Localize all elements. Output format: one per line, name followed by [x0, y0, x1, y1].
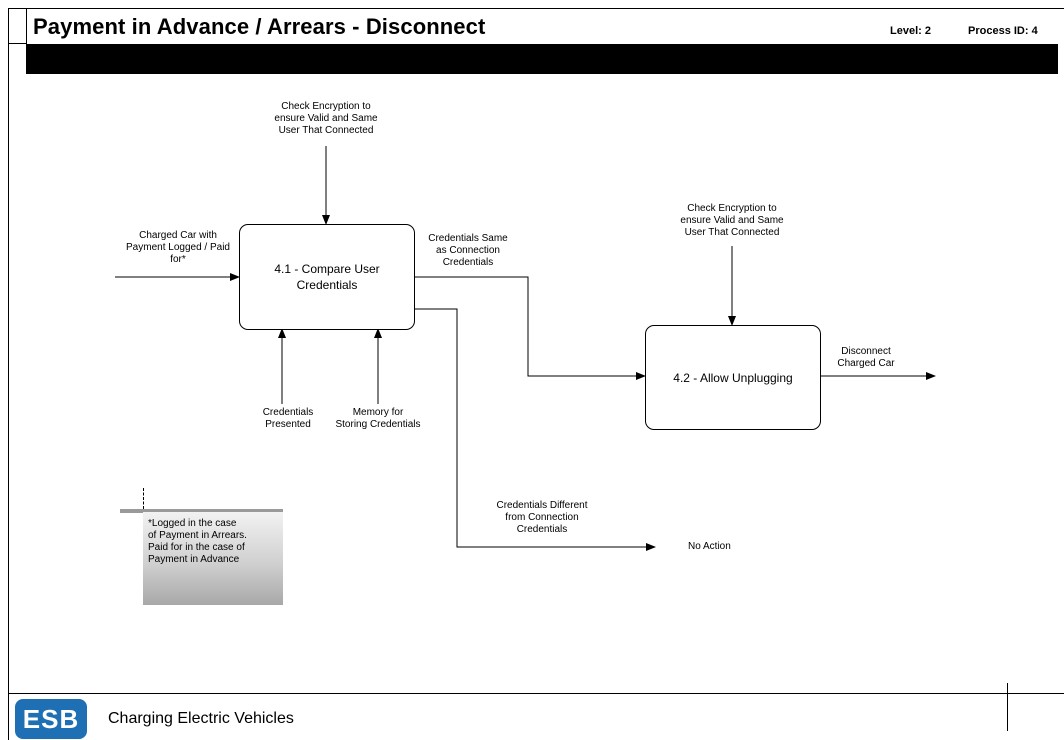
label-line: Charged Car with — [139, 230, 217, 241]
label-line: Presented — [265, 419, 311, 430]
level-label: Level: 2 — [890, 25, 931, 37]
label-line: User That Connected — [684, 227, 780, 238]
label-line: Credentials — [442, 257, 494, 268]
process-box-4-1: 4.1 - Compare User Credentials — [239, 224, 415, 330]
label-line: Disconnect — [841, 346, 891, 357]
no-action-label: No Action — [688, 541, 731, 552]
footer-tick — [1007, 683, 1008, 731]
same-credentials-label: Credentials Same as Connection Credentia… — [428, 233, 507, 269]
label-line: Credentials — [516, 524, 568, 535]
credentials-presented-label: Credentials Presented — [263, 407, 314, 431]
esb-logo-icon: ESB — [23, 704, 79, 734]
label-line: ensure Valid and Same — [274, 113, 378, 124]
memory-label: Memory for Storing Credentials — [335, 407, 420, 431]
input-label-41: Charged Car with Payment Logged / Paid f… — [126, 230, 230, 266]
esb-logo: ESB — [15, 699, 87, 739]
title-separator — [26, 8, 27, 44]
label-line: Charged Car — [837, 358, 895, 369]
note-line: Payment in Advance — [148, 554, 240, 565]
label-line: Payment Logged / Paid — [126, 242, 230, 253]
label-line: ensure Valid and Same — [680, 215, 784, 226]
disconnect-label: Disconnect Charged Car — [837, 346, 894, 370]
note-line: *Logged in the case — [148, 518, 237, 529]
process-4-1-label-line2: Credentials — [296, 278, 358, 292]
different-credentials-label: Credentials Different from Connection Cr… — [497, 500, 588, 536]
page-title: Payment in Advance / Arrears - Disconnec… — [33, 14, 486, 39]
control-label-42: Check Encryption to ensure Valid and Sam… — [680, 203, 783, 239]
title-notch — [8, 43, 27, 44]
label-line: Credentials — [262, 407, 314, 418]
different-credentials-arrow — [413, 308, 656, 551]
footer-title: Charging Electric Vehicles — [108, 710, 294, 727]
note-line: of Payment in Arrears. — [148, 530, 247, 541]
note-line: Paid for in the case of — [148, 542, 245, 553]
label-line: Credentials Same — [428, 233, 508, 244]
process-4-1-label-line1: 4.1 - Compare User — [274, 262, 380, 276]
frame-left-border — [8, 8, 9, 740]
label-line: Check Encryption to — [687, 203, 777, 214]
process-id-label: Process ID: 4 — [968, 25, 1038, 37]
process-4-2-label: 4.2 - Allow Unplugging — [673, 370, 793, 385]
footer-divider — [8, 693, 1064, 694]
label-line: User That Connected — [278, 125, 374, 136]
note-connector — [143, 488, 144, 509]
label-line: from Connection — [505, 512, 579, 523]
frame-top-border — [8, 8, 1064, 9]
label-line: Credentials Different — [496, 500, 588, 511]
label-line: Check Encryption to — [281, 101, 371, 112]
header-bar — [26, 44, 1058, 74]
same-credentials-arrow — [413, 276, 646, 380]
svg-text:ESB: ESB — [23, 704, 79, 734]
footnote-text: *Logged in the case of Payment in Arrear… — [148, 518, 247, 566]
note-tab — [120, 509, 283, 513]
label-line: Memory for — [352, 407, 404, 418]
process-box-4-2: 4.2 - Allow Unplugging — [645, 325, 821, 430]
label-line: as Connection — [436, 245, 500, 256]
label-line: for* — [170, 254, 186, 265]
control-label-41: Check Encryption to ensure Valid and Sam… — [274, 101, 377, 137]
footnote-box — [143, 512, 283, 605]
label-line: Storing Credentials — [335, 419, 421, 430]
